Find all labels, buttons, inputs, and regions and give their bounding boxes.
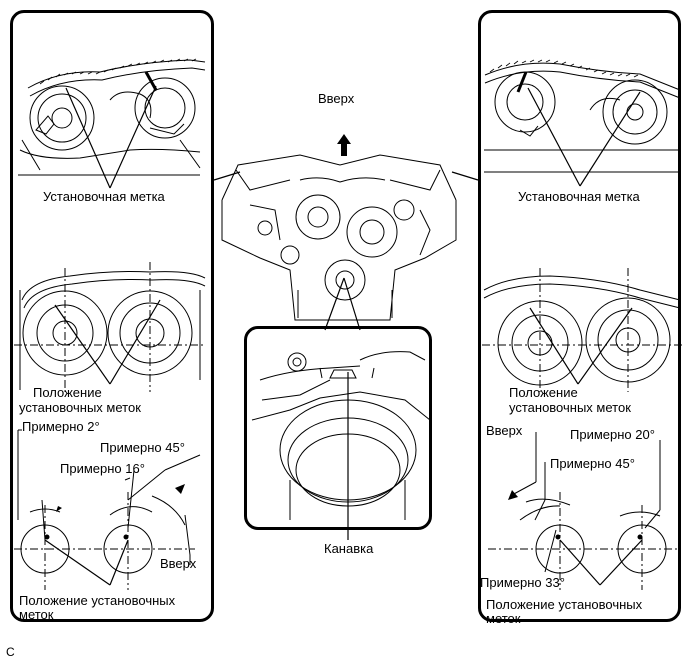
groove-label: Канавка [324, 541, 374, 556]
right-mark-position-label-line2: установочных меток [509, 400, 631, 415]
left-bottom-label-line1: Положение установочных [19, 593, 176, 608]
right-upper-cam-illustration [484, 59, 681, 187]
left-mark-position-label-line1: Положение [33, 385, 102, 400]
crank-pulley-illustration [251, 351, 431, 540]
left-mark-position-label-line2: установочных меток [19, 400, 141, 415]
left-up-label: Вверх [160, 556, 197, 571]
figure-code: C [6, 645, 15, 659]
left-approx-45-label: Примерно 45° [100, 440, 185, 455]
left-timing-mark-label: Установочная метка [43, 189, 165, 204]
right-angle-schematic [488, 432, 680, 590]
up-arrow-icon [337, 134, 351, 156]
engine-front-illustration [213, 154, 479, 331]
right-bottom-label-line2: меток [486, 611, 521, 626]
right-approx-20-label: Примерно 20° [570, 427, 655, 442]
left-upper-cam-illustration [18, 58, 206, 189]
right-up-label: Вверх [486, 423, 523, 438]
right-mark-position-label-line1: Положение [509, 385, 578, 400]
groove-inset-panel [244, 326, 432, 530]
left-approx-16-label: Примерно 16° [60, 461, 145, 476]
left-angle-schematic [14, 429, 201, 590]
right-approx-33-label: Примерно 33° [480, 575, 565, 590]
right-bottom-label-line1: Положение установочных [486, 597, 643, 612]
left-approx-2-label: Примерно 2° [22, 419, 100, 434]
right-panel [478, 10, 681, 622]
right-timing-mark-label: Установочная метка [518, 189, 640, 204]
right-approx-45-label: Примерно 45° [550, 456, 635, 471]
left-lower-cam-illustration [14, 262, 206, 392]
up-label: Вверх [318, 91, 355, 106]
left-bottom-label-line2: меток [19, 607, 54, 622]
right-lower-cam-illustration [482, 268, 682, 392]
